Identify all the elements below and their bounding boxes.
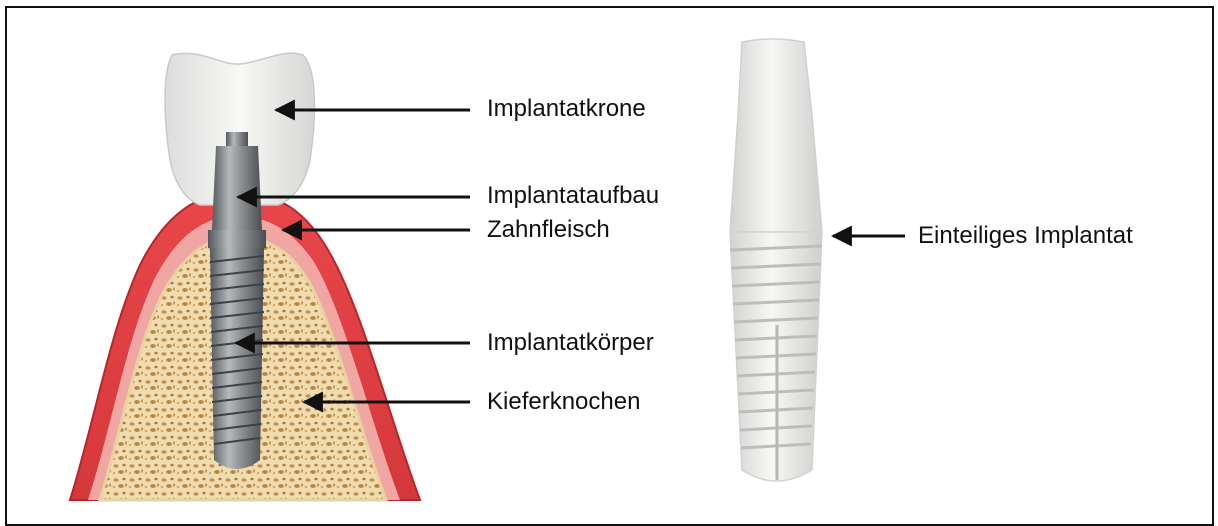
one-piece-implant-illustration [730,39,822,481]
label-implant-body: Implantatkörper [487,331,654,355]
implant-diagram [0,0,1218,509]
dental-implant-illustration [70,53,420,500]
label-gum: Zahnfleisch [487,218,610,242]
implant-abutment [212,146,262,230]
label-implant-crown: Implantatkrone [487,97,646,121]
implant-abutment-top [226,132,248,146]
implant-collar [208,230,266,248]
label-implant-abutment: Implantataufbau [487,184,659,208]
ceramic-abutment [730,39,822,232]
label-one-piece-implant: Einteiliges Implantat [918,224,1133,248]
label-jaw-bone: Kieferknochen [487,390,640,414]
